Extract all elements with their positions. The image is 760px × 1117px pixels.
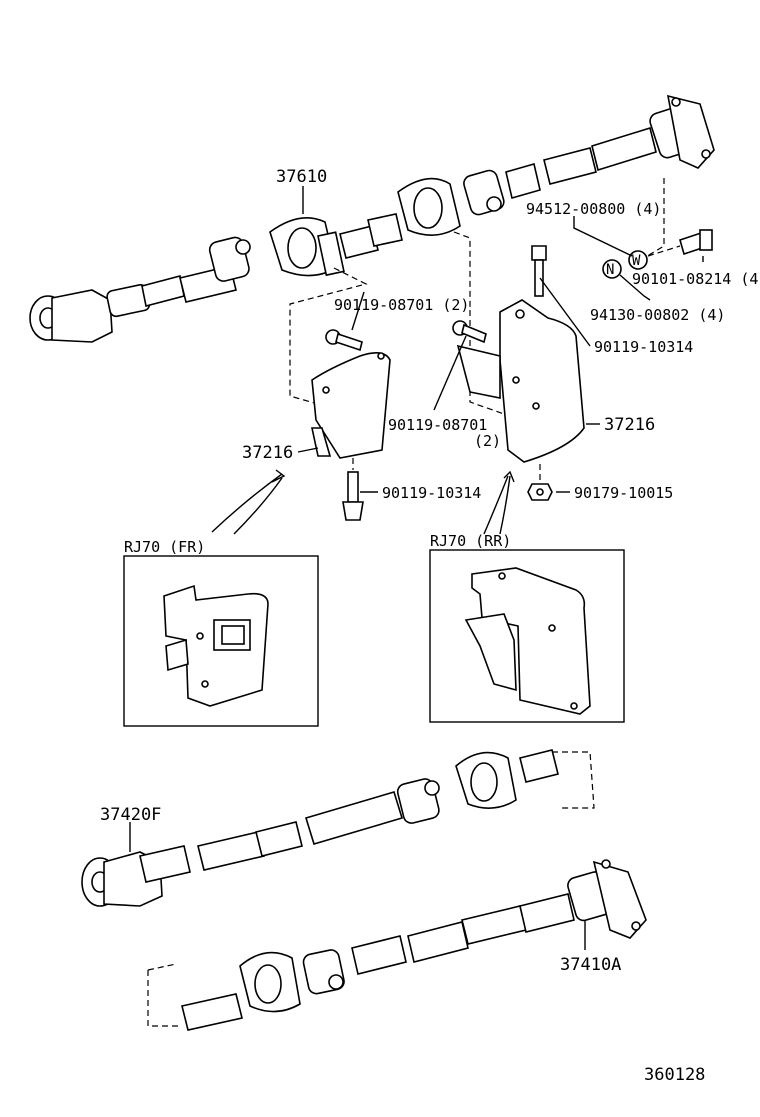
label-90101-08214: 90101-08214 (4) [632,270,760,288]
label-90119-10314-bottom: 90119-10314 [382,484,481,502]
inset-rear-title: RJ70 (RR) [430,532,511,550]
label-37420F: 37420F [100,805,161,825]
label-37216-left: 37216 [242,443,293,463]
washer-94512-symbol: W [628,178,665,270]
rear-hanger-bracket-37216 [452,231,585,501]
bolt-90101-08214 [647,229,713,257]
top-propeller-shaft [29,94,715,343]
label-37410A: 37410A [560,955,621,975]
label-90119-10314-top: 90119-10314 [594,338,693,356]
bolt-90119-08701-mid [452,320,487,344]
label-90119-08701-mid-qty: (2) [474,432,501,450]
label-90179-10015: 90179-10015 [574,484,673,502]
bolt-90119-08701-left [325,329,363,352]
part-labels: 37610 94512-00800 (4) 90101-08214 (4) 94… [100,167,760,1085]
bolt-90119-10314-bottom [342,458,364,521]
nut-mark: N [606,262,614,278]
diagram-number: 360128 [644,1065,705,1085]
nut-94130-symbol: N [602,259,622,279]
shaft-37410A [147,859,647,1031]
inset-front-title: RJ70 (FR) [124,538,205,556]
inset-front [123,555,319,727]
label-90119-08701-mid: 90119-08701 [388,416,487,434]
label-37610: 37610 [276,167,327,187]
leader-lines [129,186,704,950]
label-94130-00802: 94130-00802 (4) [590,306,725,324]
label-94512-00800: 94512-00800 (4) [526,200,661,218]
bolt-90119-10314-top [531,245,547,297]
shaft-37420F [81,749,595,907]
washer-mark: W [632,253,641,269]
label-90119-08701-left: 90119-08701 (2) [334,296,469,314]
nut-90179-10015 [527,464,553,501]
label-37216-right: 37216 [604,415,655,435]
inset-rear [429,549,625,723]
